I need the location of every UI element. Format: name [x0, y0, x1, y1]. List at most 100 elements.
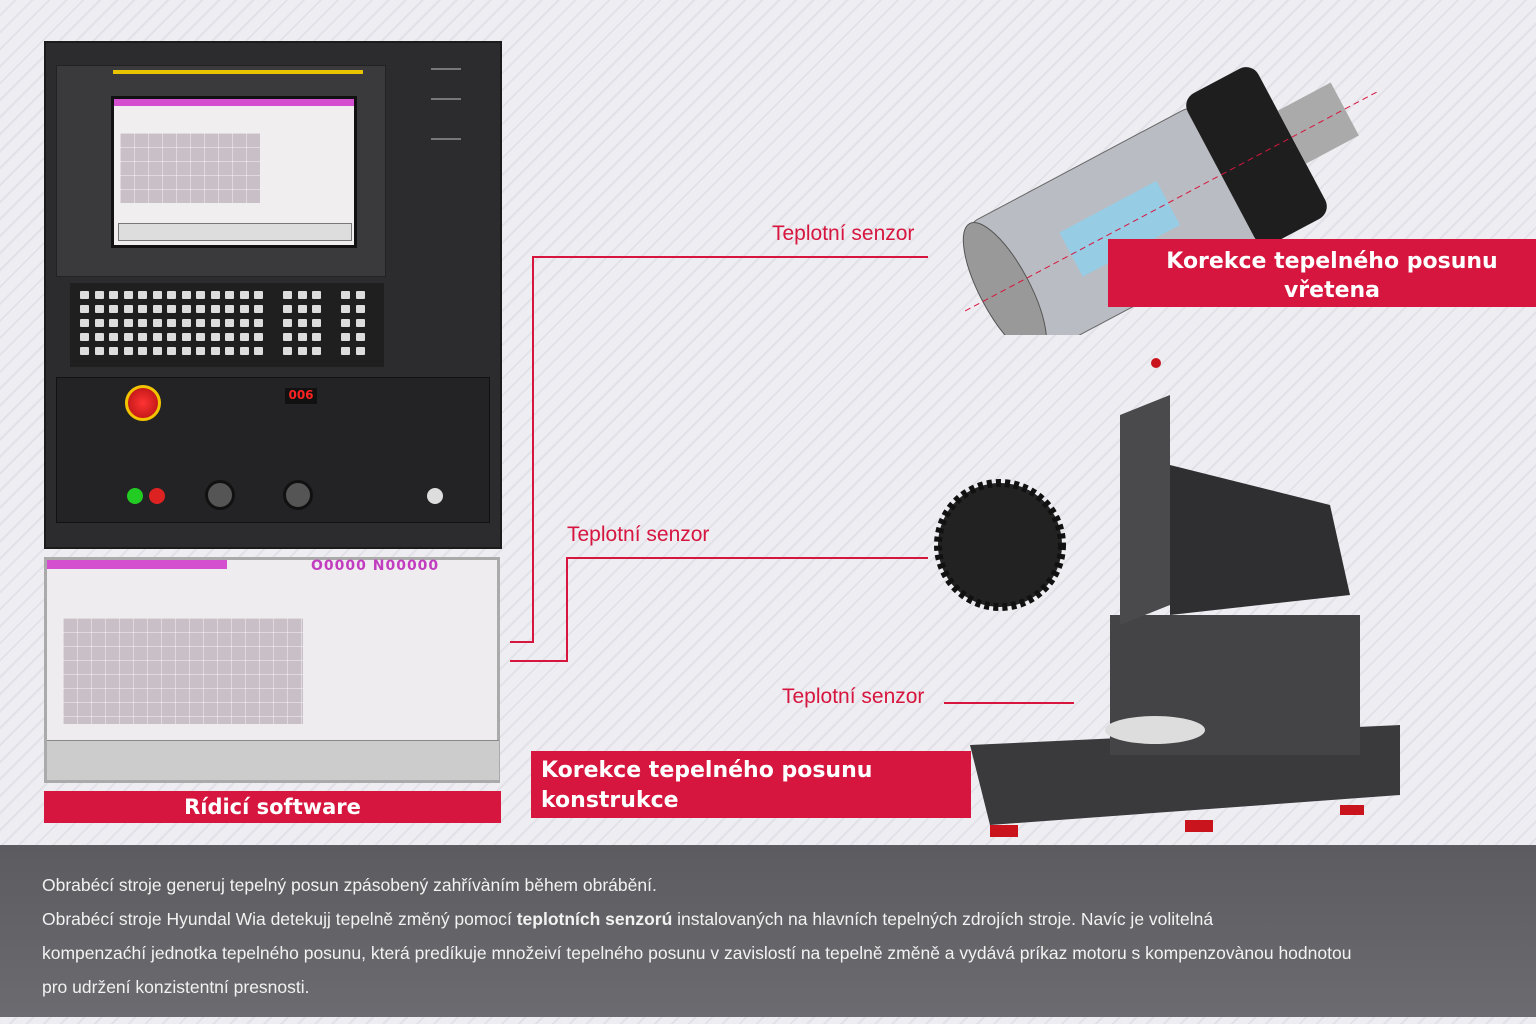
key[interactable]	[167, 333, 176, 341]
key[interactable]	[210, 319, 220, 327]
key[interactable]	[152, 319, 162, 327]
spindle-override-knob[interactable]	[283, 480, 313, 510]
key[interactable]	[167, 319, 176, 327]
key[interactable]	[283, 305, 292, 313]
key[interactable]	[225, 333, 234, 341]
keyboard[interactable]	[70, 283, 384, 367]
key[interactable]	[283, 291, 292, 299]
key[interactable]	[297, 347, 307, 355]
key[interactable]	[94, 333, 104, 341]
emergency-stop-button[interactable]	[125, 385, 161, 421]
key[interactable]	[138, 291, 147, 299]
key[interactable]	[312, 319, 321, 327]
feed-hold-button[interactable]	[149, 488, 165, 504]
key[interactable]	[152, 347, 162, 355]
key[interactable]	[196, 333, 205, 341]
key[interactable]	[239, 347, 249, 355]
key[interactable]	[167, 305, 176, 313]
key[interactable]	[254, 305, 263, 313]
key[interactable]	[297, 305, 307, 313]
key[interactable]	[181, 319, 191, 327]
key[interactable]	[312, 291, 321, 299]
key[interactable]	[196, 305, 205, 313]
key[interactable]	[312, 347, 321, 355]
key[interactable]	[341, 291, 350, 299]
key[interactable]	[80, 319, 89, 327]
key[interactable]	[225, 319, 234, 327]
key[interactable]	[297, 291, 307, 299]
key[interactable]	[283, 333, 292, 341]
key[interactable]	[210, 347, 220, 355]
key[interactable]	[167, 347, 176, 355]
key[interactable]	[152, 291, 162, 299]
key[interactable]	[181, 347, 191, 355]
key[interactable]	[138, 305, 147, 313]
key[interactable]	[138, 347, 147, 355]
status-strip	[113, 70, 363, 74]
key[interactable]	[341, 333, 350, 341]
key[interactable]	[239, 305, 249, 313]
key[interactable]	[196, 319, 205, 327]
key[interactable]	[123, 305, 133, 313]
key[interactable]	[109, 347, 118, 355]
key[interactable]	[94, 291, 104, 299]
key[interactable]	[196, 291, 205, 299]
key[interactable]	[225, 347, 234, 355]
key[interactable]	[109, 291, 118, 299]
key[interactable]	[355, 319, 365, 327]
key[interactable]	[225, 305, 234, 313]
key[interactable]	[283, 347, 292, 355]
key[interactable]	[109, 305, 118, 313]
key[interactable]	[80, 333, 89, 341]
key[interactable]	[181, 305, 191, 313]
operator-panel: 006	[56, 377, 490, 523]
key[interactable]	[355, 347, 365, 355]
key[interactable]	[123, 333, 133, 341]
key[interactable]	[341, 347, 350, 355]
key[interactable]	[210, 333, 220, 341]
text: Obrabécí stroje Hyundal Wia detekujj tep…	[42, 909, 512, 929]
key[interactable]	[138, 319, 147, 327]
key[interactable]	[94, 319, 104, 327]
key[interactable]	[254, 319, 263, 327]
key[interactable]	[341, 319, 350, 327]
key[interactable]	[341, 305, 350, 313]
key[interactable]	[239, 319, 249, 327]
key[interactable]	[297, 333, 307, 341]
key[interactable]	[355, 291, 365, 299]
key[interactable]	[225, 291, 234, 299]
key-switch[interactable]	[427, 488, 443, 504]
key[interactable]	[210, 305, 220, 313]
key[interactable]	[152, 333, 162, 341]
cycle-start-button[interactable]	[127, 488, 143, 504]
key[interactable]	[123, 291, 133, 299]
key[interactable]	[94, 305, 104, 313]
key[interactable]	[138, 333, 147, 341]
key[interactable]	[80, 291, 89, 299]
key[interactable]	[283, 319, 292, 327]
key[interactable]	[254, 347, 263, 355]
key[interactable]	[239, 333, 249, 341]
key[interactable]	[123, 319, 133, 327]
key[interactable]	[312, 333, 321, 341]
key[interactable]	[80, 305, 89, 313]
key[interactable]	[210, 291, 220, 299]
key[interactable]	[196, 347, 205, 355]
key[interactable]	[181, 333, 191, 341]
key[interactable]	[123, 347, 133, 355]
key[interactable]	[239, 291, 249, 299]
key[interactable]	[109, 319, 118, 327]
key[interactable]	[312, 305, 321, 313]
key[interactable]	[167, 291, 176, 299]
feed-override-knob[interactable]	[205, 480, 235, 510]
key[interactable]	[80, 347, 89, 355]
key[interactable]	[355, 305, 365, 313]
key[interactable]	[355, 333, 365, 341]
key[interactable]	[94, 347, 104, 355]
key[interactable]	[254, 291, 263, 299]
key[interactable]	[109, 333, 118, 341]
key[interactable]	[254, 333, 263, 341]
key[interactable]	[181, 291, 191, 299]
key[interactable]	[297, 319, 307, 327]
key[interactable]	[152, 305, 162, 313]
